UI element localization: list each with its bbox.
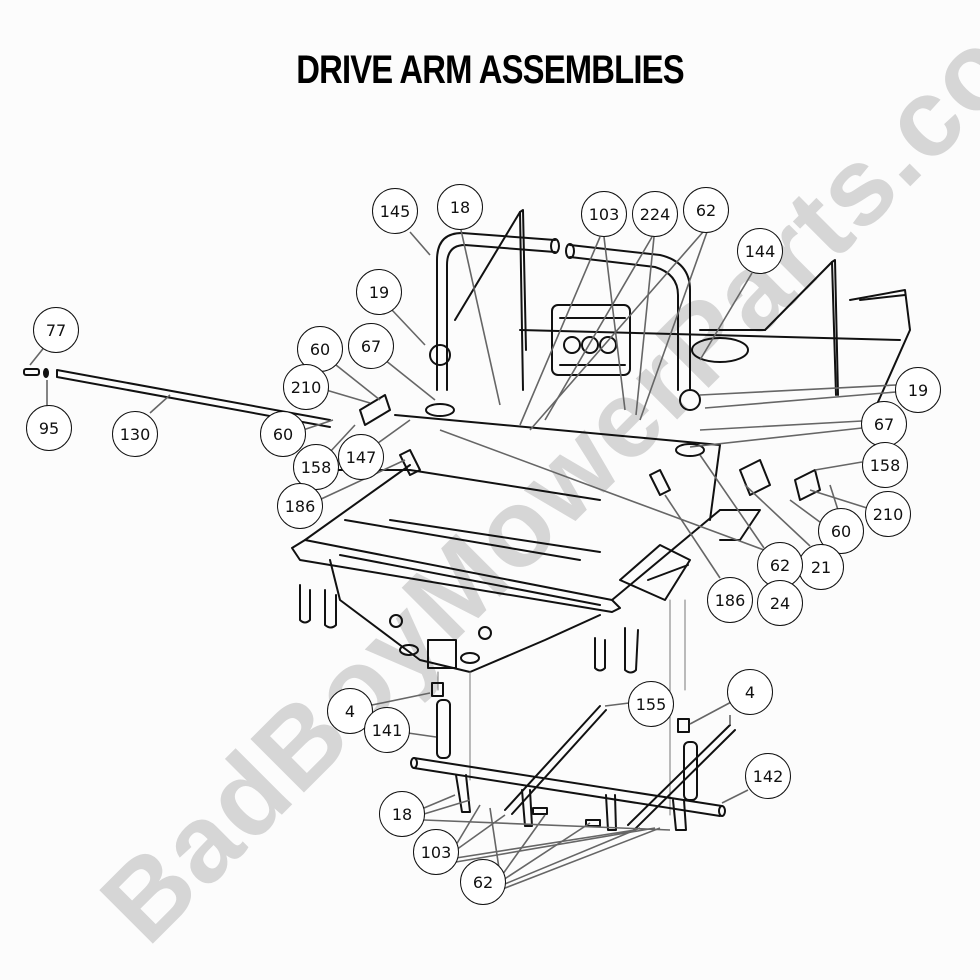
part-callout-145[interactable]: 145 xyxy=(372,188,418,234)
part-callout-155[interactable]: 155 xyxy=(628,681,674,727)
part-callout-158[interactable]: 158 xyxy=(862,442,908,488)
part-callout-60[interactable]: 60 xyxy=(260,411,306,457)
part-callout-21[interactable]: 21 xyxy=(798,544,844,590)
leader-lines xyxy=(29,229,897,891)
part-callout-186[interactable]: 186 xyxy=(707,577,753,623)
part-callout-95[interactable]: 95 xyxy=(26,405,72,451)
alignment-lines xyxy=(437,599,686,816)
part-callout-18[interactable]: 18 xyxy=(437,184,483,230)
steering-hardware xyxy=(359,344,821,501)
cross-shaft-assembly xyxy=(410,682,736,831)
diagram-title: DRIVE ARM ASSEMBLIES xyxy=(296,48,684,92)
part-callout-77[interactable]: 77 xyxy=(33,307,79,353)
part-callout-4[interactable]: 4 xyxy=(727,669,773,715)
part-callout-103[interactable]: 103 xyxy=(413,829,459,875)
part-callout-224[interactable]: 224 xyxy=(632,191,678,237)
part-callout-186[interactable]: 186 xyxy=(277,483,323,529)
part-callout-18[interactable]: 18 xyxy=(379,791,425,837)
rear-frame xyxy=(454,209,911,421)
main-frame xyxy=(291,414,761,674)
part-callout-142[interactable]: 142 xyxy=(745,753,791,799)
part-callout-130[interactable]: 130 xyxy=(112,411,158,457)
part-callout-62[interactable]: 62 xyxy=(683,187,729,233)
part-callout-19[interactable]: 19 xyxy=(895,367,941,413)
part-callout-147[interactable]: 147 xyxy=(338,434,384,480)
part-callout-67[interactable]: 67 xyxy=(348,323,394,369)
part-callout-67[interactable]: 67 xyxy=(861,401,907,447)
part-callout-24[interactable]: 24 xyxy=(757,580,803,626)
part-callout-210[interactable]: 210 xyxy=(283,364,329,410)
part-callout-141[interactable]: 141 xyxy=(364,707,410,753)
part-callout-144[interactable]: 144 xyxy=(737,228,783,274)
part-callout-62[interactable]: 62 xyxy=(460,859,506,905)
part-callout-19[interactable]: 19 xyxy=(356,269,402,315)
part-callout-210[interactable]: 210 xyxy=(865,491,911,537)
part-callout-103[interactable]: 103 xyxy=(581,191,627,237)
